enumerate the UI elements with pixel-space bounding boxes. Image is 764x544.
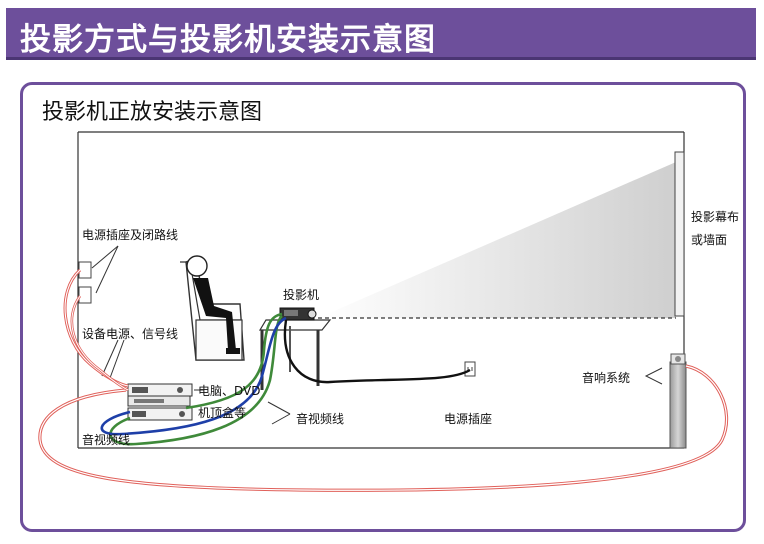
floor-power-outlet	[464, 361, 476, 377]
projector-label: 投影机	[283, 288, 320, 302]
projection-beam	[318, 162, 676, 318]
speaker-cabinet	[644, 353, 687, 449]
projection-screen	[674, 151, 685, 317]
power-outlet-label: 电源插座	[444, 412, 493, 426]
set-top-box-label: 机顶盒等	[198, 406, 247, 420]
room-walls	[77, 131, 685, 449]
panel-subtitle: 投影机正放安装示意图	[42, 100, 263, 125]
header-bar: 投影方式与投影机安装示意图	[6, 8, 756, 60]
av-cable-center-label: 音视频线	[296, 412, 345, 426]
viewer-armchair	[180, 255, 245, 361]
av-equipment-stack	[127, 383, 204, 421]
screen-label-line1: 投影幕布	[691, 210, 740, 224]
wall-outlets	[78, 245, 125, 379]
page-title: 投影方式与投影机安装示意图	[20, 22, 436, 58]
av-cable-left-label: 音视频线	[82, 433, 131, 447]
equipment-power-signal-label: 设备电源、信号线	[82, 327, 179, 341]
sound-system-label: 音响系统	[582, 371, 631, 385]
pc-dvd-label: 电脑、DVD	[198, 384, 261, 398]
outlet-closed-circuit-label: 电源插座及闭路线	[82, 228, 179, 242]
av-cables	[38, 268, 729, 492]
screen-label-line2: 或墙面	[691, 233, 728, 247]
